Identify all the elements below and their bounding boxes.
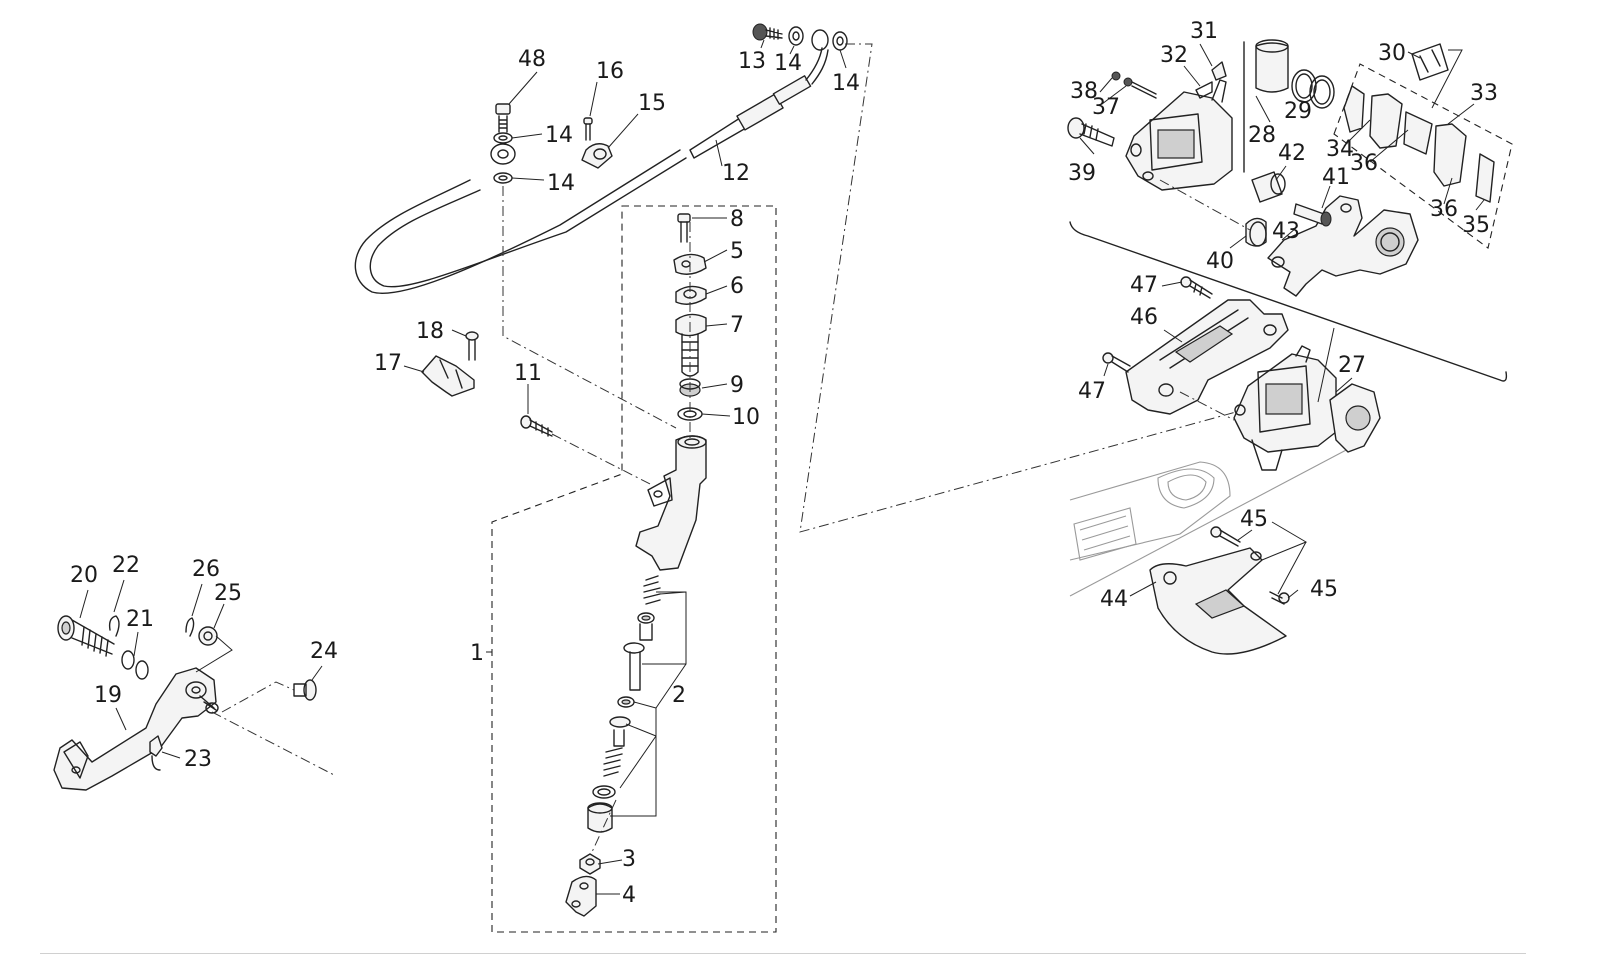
pedal-pin-24: [293, 679, 317, 701]
callout-20: 20: [70, 563, 98, 588]
mounting-bolt-11: [520, 415, 553, 437]
callout-22: 22: [112, 553, 140, 578]
caliper-piston-28-seals-29: [1243, 39, 1335, 173]
callout-14-far: 14: [832, 71, 860, 96]
banjo-fitting-upper: [490, 143, 516, 165]
callout-14-hose-end: 14: [774, 51, 802, 76]
spring-hook-23: [149, 735, 163, 771]
slide-pins-40-41-42: [1245, 171, 1332, 247]
callout-30: 30: [1378, 41, 1406, 66]
master-cylinder-group-outline: [491, 205, 777, 933]
callout-46: 46: [1130, 305, 1158, 330]
callout-3: 3: [622, 847, 636, 872]
callout-7: 7: [730, 313, 744, 338]
callout-8: 8: [730, 207, 744, 232]
caliper-bracket-43: [1267, 195, 1419, 297]
swingarm-ghost: [1069, 447, 1351, 597]
callout-48: 48: [518, 47, 546, 72]
pedal-orings-21-22: [108, 615, 149, 680]
callout-34: 34: [1326, 137, 1354, 162]
callout-40: 40: [1206, 249, 1234, 274]
callout-29: 29: [1284, 99, 1312, 124]
caliper-group-bracket: [1069, 221, 1508, 382]
piston-kit-2: [587, 575, 661, 833]
bottom-divider: [40, 953, 1526, 954]
callout-19: 19: [94, 683, 122, 708]
callout-33: 33: [1470, 81, 1498, 106]
callout-28: 28: [1248, 123, 1276, 148]
callout-45-lower: 45: [1310, 577, 1338, 602]
callout-38: 38: [1070, 79, 1098, 104]
callout-13: 13: [738, 49, 766, 74]
brake-hose: [354, 29, 829, 294]
callout-15: 15: [638, 91, 666, 116]
callout-39: 39: [1068, 161, 1096, 186]
callout-21: 21: [126, 607, 154, 632]
callout-47-lower: 47: [1078, 379, 1106, 404]
callout-25: 25: [214, 581, 242, 606]
bleed-screw-31-32: [1195, 61, 1227, 99]
callout-36-upper: 36: [1350, 151, 1378, 176]
callout-11: 11: [514, 361, 542, 386]
cotter-pin-26-washer-25: [185, 617, 218, 646]
callout-9: 9: [730, 373, 744, 398]
bolts-45: [1210, 526, 1290, 605]
callout-37: 37: [1092, 95, 1120, 120]
caliper-body-upper: [1125, 79, 1233, 191]
callout-32: 32: [1160, 43, 1188, 68]
callout-26: 26: [192, 557, 220, 582]
callout-17: 17: [374, 351, 402, 376]
callout-5: 5: [730, 239, 744, 264]
callout-24: 24: [310, 639, 338, 664]
callout-44: 44: [1100, 587, 1128, 612]
banjo-bolt-13: [752, 23, 783, 41]
pad-group-33: [1333, 43, 1513, 249]
disc-guard-44: [1149, 547, 1287, 655]
callout-27: 27: [1338, 353, 1366, 378]
brake-pedal-assembly: [53, 667, 219, 791]
callout-10: 10: [732, 405, 760, 430]
caliper-mount-46: [1125, 299, 1289, 415]
callout-1: 1: [470, 641, 484, 666]
callout-16: 16: [596, 59, 624, 84]
callout-41: 41: [1322, 165, 1350, 190]
callout-31: 31: [1190, 19, 1218, 44]
hose-clamp-15: [581, 117, 613, 169]
callout-23: 23: [184, 747, 212, 772]
callout-42: 42: [1278, 141, 1306, 166]
callout-45-upper: 45: [1240, 507, 1268, 532]
callout-6: 6: [730, 274, 744, 299]
callout-4: 4: [622, 883, 636, 908]
caliper-assembled-27: [1233, 345, 1381, 471]
callout-14-upper: 14: [545, 123, 573, 148]
callout-35: 35: [1462, 213, 1490, 238]
alignment-lines: [211, 43, 1251, 853]
callout-14-lower: 14: [547, 171, 575, 196]
callout-47-upper: 47: [1130, 273, 1158, 298]
master-cylinder-body: [635, 435, 707, 571]
leader-lines: [79, 39, 1485, 895]
callout-2: 2: [672, 683, 686, 708]
callout-18: 18: [416, 319, 444, 344]
callout-12: 12: [722, 161, 750, 186]
banjo-bolt-48: [495, 103, 511, 133]
caliper-pins-37-38-39: [1067, 71, 1157, 147]
callout-36-lower: 36: [1430, 197, 1458, 222]
callout-43: 43: [1272, 219, 1300, 244]
pedal-pivot-bolt-20: [57, 615, 115, 657]
clevis-parts: [565, 853, 601, 917]
callout-labels: 1 2 3 4 5 6 7 8 9 10 11 12 13 14 14 14 1…: [70, 19, 1498, 908]
